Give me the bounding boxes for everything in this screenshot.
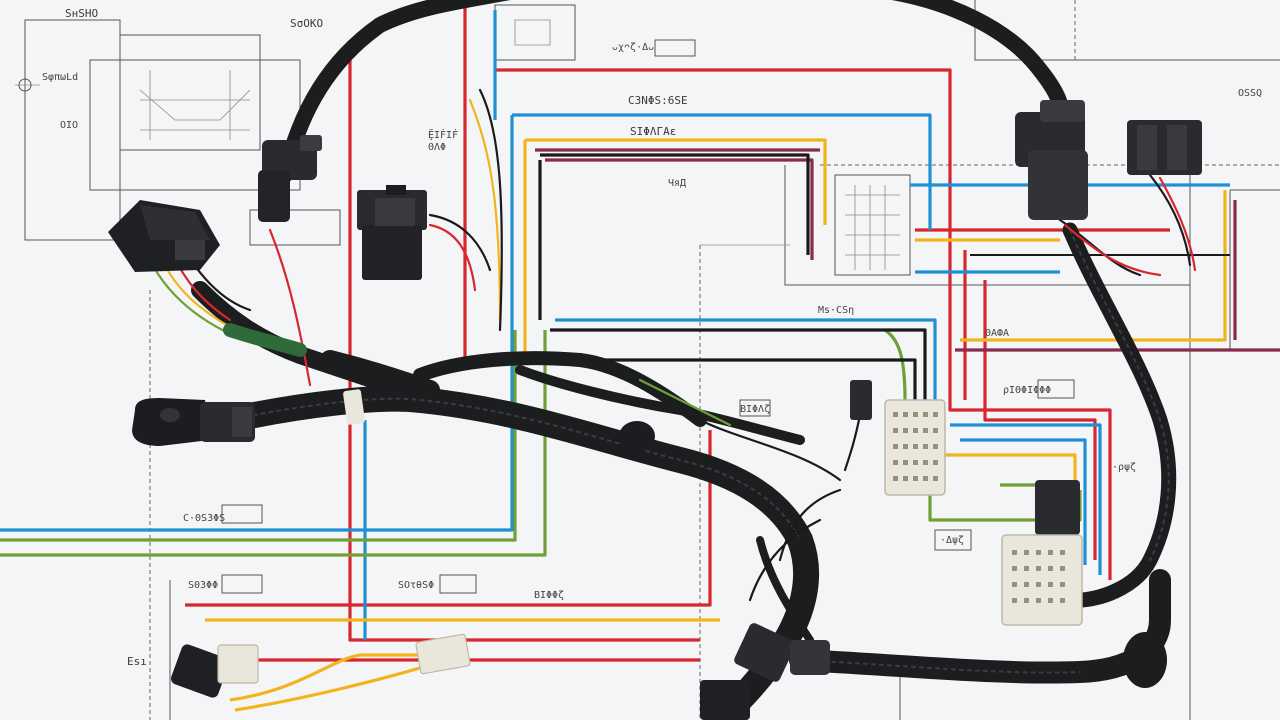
label-bottom-left-a: C·ΘS3ΦS (183, 513, 225, 524)
connector-top-right (1015, 100, 1088, 220)
label-blue-1: C3NΦS:6SE (628, 94, 688, 107)
label-top-mid: ᴗχᴖζ·Δᴗ (612, 42, 654, 53)
label-bottom-c: ΒΙΦΛζ (740, 404, 770, 415)
schematic-labels: SнSHO SσOKO SφπωLd OIO ḜΙḞΙḞ ΘΛΦ ᴗχᴖζ·Δᴗ… (42, 7, 1262, 668)
yellow-wire-main (525, 138, 827, 225)
label-top-left-b: SσOKO (290, 17, 323, 30)
label-bottom-mid-b: ΒΙΦΦζ (534, 590, 564, 601)
connector-bottom-center (700, 623, 830, 720)
connector-center-black (850, 380, 1080, 535)
label-right-a: ΘАФА (985, 328, 1009, 339)
label-right-b: ρΙΘΦІΦΦΦ (1003, 385, 1051, 396)
green-wire-main (0, 330, 517, 542)
label-blue-2: SΙΦΛΓΑε (630, 125, 676, 138)
label-mid-a: ḜΙḞΙḞ (428, 128, 458, 141)
label-right-c: ·ρψζ (1112, 462, 1136, 473)
label-center-b: Ms·CSη (818, 305, 854, 316)
label-center-a: ЧяД (668, 178, 686, 189)
label-mid-b: ΘΛΦ (428, 142, 446, 153)
label-top-right-a: OSSQ (1238, 88, 1262, 99)
coil-end (1123, 632, 1167, 688)
round-plug (619, 421, 655, 451)
label-left-b: OIO (60, 120, 78, 131)
connector-far-right (1127, 120, 1202, 175)
connectors (108, 100, 1202, 720)
schematic-linework (15, 0, 1280, 720)
connector-main-plug (132, 398, 255, 446)
blue-wire-main (512, 113, 932, 230)
connector-bottom-left (171, 633, 471, 698)
label-bottom-mid-a: SOτθSΦ (398, 580, 434, 591)
label-top-left-a: SнSHO (65, 7, 98, 20)
connector-mid-block (357, 185, 427, 280)
white-connector-right (1001, 534, 1083, 626)
connector-top-left (258, 135, 322, 222)
label-bottom-right: ·Δψζ (940, 535, 964, 546)
label-left-a: SφπωLd (42, 72, 78, 83)
white-connector-center (884, 399, 946, 496)
label-bottom-left-b: S03ΦΦ (188, 580, 218, 591)
connector-left-block (108, 200, 220, 272)
red-wire-main (495, 68, 1112, 580)
label-left-edge: Esı (127, 655, 147, 668)
